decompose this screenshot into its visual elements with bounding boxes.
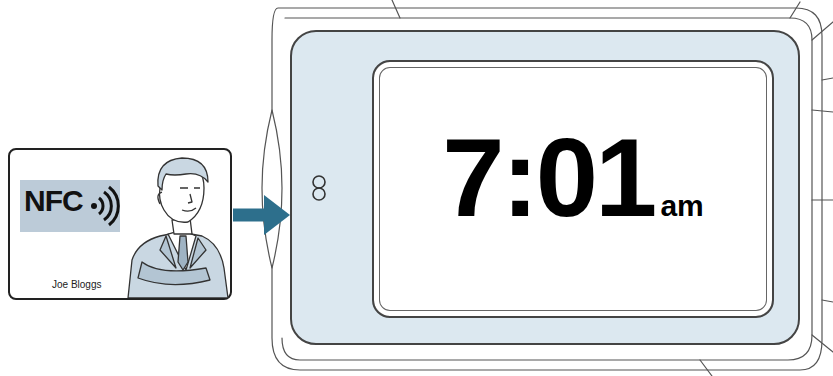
nfc-highlight <box>20 180 120 232</box>
nfc-label: NFC <box>24 186 83 216</box>
card-holder-name: Joe Bloggs <box>52 280 101 290</box>
arrow-connector <box>233 209 264 222</box>
nfc-symbol <box>91 187 118 225</box>
clock-readout: 7:01am <box>372 60 774 318</box>
clock-meridiem: am <box>660 191 703 221</box>
card-illustration <box>10 150 230 298</box>
device-logo <box>292 32 352 347</box>
man-illustration <box>128 158 228 298</box>
nfc-card: NFC Joe Bloggs <box>8 148 232 300</box>
device-screen: 7:01am <box>290 30 800 345</box>
clock-time: 7:01 <box>442 122 654 234</box>
